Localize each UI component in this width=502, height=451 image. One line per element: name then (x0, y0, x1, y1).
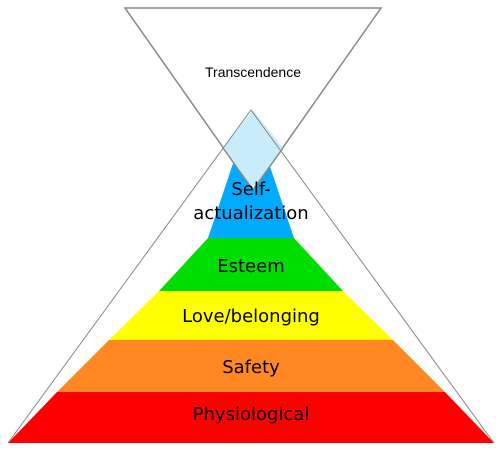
tier-safety (57, 340, 445, 392)
physiological-label: Physiological (193, 404, 310, 425)
self-actualization-label-line2: actualization (193, 203, 308, 224)
tier-love-belonging (109, 291, 393, 340)
self-actualization-label-line1: Self- (231, 179, 270, 200)
triangle-outline (222, 147, 284, 192)
esteem-label: Esteem (217, 256, 285, 277)
overlap-diamond (223, 110, 283, 190)
tier-physiological (8, 392, 494, 443)
pyramid-outline (7, 109, 495, 444)
safety-label: Safety (222, 357, 280, 378)
love-belonging-label: Love/belonging (182, 306, 320, 327)
transcendence-inverted-triangle (123, 7, 383, 192)
tier-esteem (159, 238, 343, 291)
transcendence-label: Transcendence (205, 64, 301, 80)
